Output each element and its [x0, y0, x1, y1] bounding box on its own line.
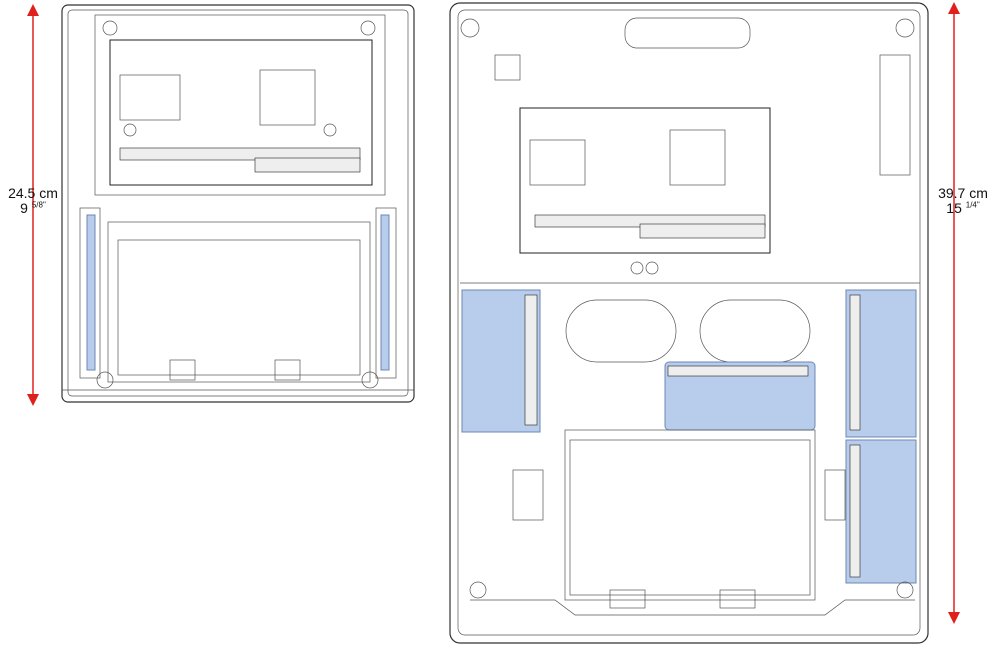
- small-height-whole: 9: [20, 199, 28, 216]
- small-height-label: 24.5 cm 9 5/8": [2, 186, 64, 215]
- large-height-imperial: 15 1/4": [926, 199, 1000, 216]
- large-height-label: 39.7 cm 15 1/4": [926, 186, 1000, 215]
- large-height-fraction: 1/4": [965, 200, 980, 210]
- large-height-whole: 15: [946, 199, 962, 216]
- small-height-fraction: 5/8": [31, 200, 46, 210]
- small-enclosure: [61, 4, 415, 403]
- small-right-rail: [380, 214, 390, 371]
- large-enclosure: [449, 2, 929, 644]
- large-height-metric: 39.7 cm: [938, 185, 988, 201]
- small-left-rail: [86, 214, 96, 371]
- small-height-imperial: 9 5/8": [2, 199, 64, 216]
- small-height-metric: 24.5 cm: [8, 185, 58, 201]
